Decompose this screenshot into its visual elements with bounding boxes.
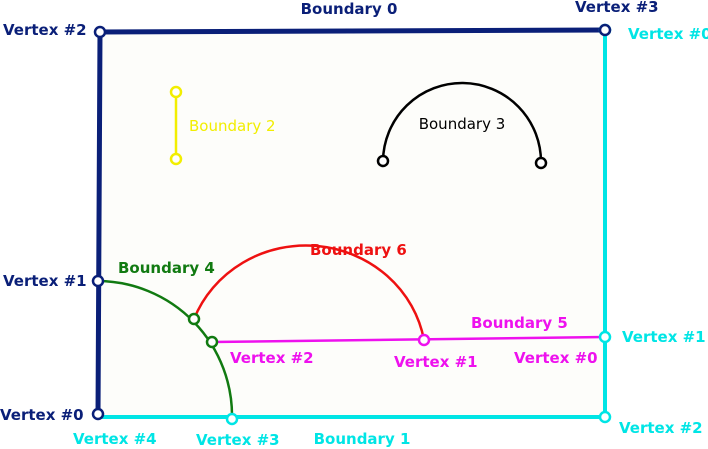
vertex-marker-navy-v2 (93, 25, 107, 39)
boundary-6-label: Boundary 6 (310, 241, 407, 259)
cyan-vertex-1-label: Vertex #1 (622, 328, 706, 346)
boundary-4-label: Boundary 4 (118, 259, 215, 277)
vertex-marker-yellow-top (169, 85, 183, 99)
vertex-marker-navy-v0 (91, 407, 105, 421)
boundary-0-label: Boundary 0 (301, 0, 398, 18)
boundary-2-label: Boundary 2 (189, 117, 276, 135)
navy-vertex-1-label: Vertex #1 (3, 272, 87, 290)
vertex-marker-magenta-v1 (417, 333, 431, 347)
magenta-vertex-1-label: Vertex #1 (394, 353, 478, 371)
vertex-marker-black-left (376, 154, 390, 168)
vertex-marker-navy-v1 (91, 274, 105, 288)
navy-vertex-0-label: Vertex #0 (0, 406, 84, 424)
vertex-marker-yellow-bottom (169, 152, 183, 166)
domain-background (100, 32, 605, 417)
vertex-marker-cyan-v1 (598, 330, 612, 344)
navy-vertex-2-label: Vertex #2 (3, 21, 87, 39)
boundary-1-label: Boundary 1 (314, 430, 411, 448)
boundary-6-arc (192, 244, 426, 341)
boundary-5-label: Boundary 5 (471, 314, 568, 332)
boundary-5-line (211, 335, 606, 344)
vertex-marker-navy-v3 (598, 23, 612, 37)
cyan-vertex-2-label: Vertex #2 (619, 419, 703, 437)
vertex-marker-green-inner (187, 312, 201, 326)
vertex-marker-cyan-v2 (598, 410, 612, 424)
navy-vertex-3-label: Vertex #3 (575, 0, 659, 16)
magenta-vertex-0-label: Vertex #0 (514, 349, 598, 367)
vertex-marker-green-lower (205, 335, 219, 349)
vertex-marker-black-right (534, 156, 548, 170)
boundary-3-label: Boundary 3 (419, 115, 506, 133)
cyan-vertex-0-label: Vertex #0 (628, 25, 708, 43)
boundary-3-arc (381, 81, 543, 164)
cyan-vertex-3-label: Vertex #3 (196, 431, 280, 449)
vertex-marker-cyan-v3 (225, 412, 239, 426)
magenta-vertex-2-label: Vertex #2 (230, 349, 314, 367)
cyan-vertex-4-label: Vertex #4 (73, 430, 157, 448)
